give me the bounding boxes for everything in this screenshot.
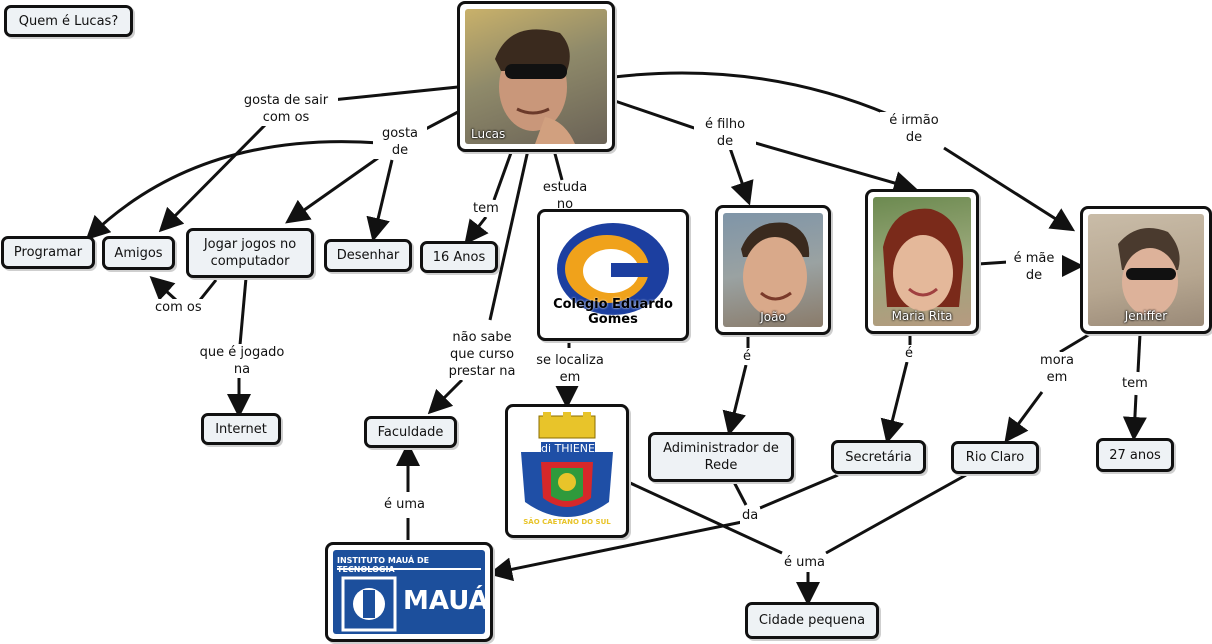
- person-silhouette-icon: [1118, 228, 1180, 316]
- maua-name-text: MAUÁ: [403, 586, 485, 616]
- link-da: da: [740, 507, 761, 524]
- link-que-e-jogado-na: que é jogado na: [190, 344, 294, 378]
- colegio-name: Colegio Eduardo Gomes: [553, 297, 673, 327]
- link-e-irmao-de: é irmão de: [880, 112, 948, 146]
- jeniffer-caption: Jeniffer: [1124, 309, 1168, 323]
- link-e-filho-de: é filho de: [694, 116, 756, 150]
- link-e-uma-faculdade: é uma: [382, 496, 427, 513]
- link-tem-16: tem: [471, 200, 501, 217]
- maua-logo: INSTITUTO MAUÁ DE TECNOLOGIA MAUÁ: [333, 550, 485, 634]
- colegio-logo: Colegio Eduardo Gomes: [545, 217, 681, 333]
- link-gosta-de: gosta de: [373, 125, 427, 159]
- maria-rita-photo-node[interactable]: Maria Rita: [865, 189, 979, 334]
- brasao-node[interactable]: di THIENE SÃO CAETANO DO SUL: [505, 404, 629, 538]
- person-silhouette-icon: [741, 222, 810, 317]
- colegio-g-logo-icon: [557, 223, 669, 315]
- maua-logo-node[interactable]: INSTITUTO MAUÁ DE TECNOLOGIA MAUÁ: [325, 542, 493, 642]
- maria-rita-photo: Maria Rita: [873, 197, 971, 326]
- lucas-caption: Lucas: [471, 127, 506, 141]
- joao-photo: João: [723, 213, 823, 327]
- link-se-localiza-em: se localiza em: [526, 352, 614, 386]
- maua-emblem-icon: [341, 576, 397, 632]
- brasao-image: di THIENE SÃO CAETANO DO SUL: [513, 412, 621, 530]
- colegio-logo-node[interactable]: Colegio Eduardo Gomes: [537, 209, 689, 341]
- jeniffer-photo-node[interactable]: Jeniffer: [1080, 206, 1212, 334]
- coat-of-arms-icon: [521, 412, 613, 517]
- node-jogar[interactable]: Jogar jogos no computador: [186, 228, 314, 278]
- node-desenhar[interactable]: Desenhar: [324, 239, 412, 272]
- brasao-banner: di THIENE: [541, 442, 595, 455]
- link-estuda-no: estuda no: [542, 180, 588, 212]
- link-nao-sabe: não sabe que curso prestar na: [437, 329, 527, 380]
- lucas-photo-node[interactable]: Lucas: [457, 1, 615, 152]
- node-programar[interactable]: Programar: [1, 236, 95, 269]
- person-silhouette-icon: [883, 208, 964, 311]
- maua-institute-text: INSTITUTO MAUÁ DE TECNOLOGIA: [337, 556, 430, 574]
- node-cidade-pequena[interactable]: Cidade pequena: [745, 602, 879, 639]
- link-e-maria: é: [903, 345, 915, 362]
- node-secretaria[interactable]: Secretária: [831, 440, 926, 474]
- node-27-anos[interactable]: 27 anos: [1096, 438, 1174, 472]
- link-e-mae-de: é mãe de: [1006, 250, 1062, 284]
- link-e-uma-cidade: é uma: [782, 554, 827, 571]
- node-16-anos[interactable]: 16 Anos: [420, 241, 498, 273]
- joao-caption: João: [760, 310, 786, 324]
- node-administrador[interactable]: Adiministrador de Rede: [648, 432, 794, 482]
- link-mora-em: mora em: [1030, 352, 1084, 386]
- node-internet[interactable]: Internet: [201, 413, 281, 445]
- link-com-os: com os: [153, 299, 204, 316]
- brasao-ring-text: SÃO CAETANO DO SUL: [523, 518, 611, 526]
- joao-photo-node[interactable]: João: [715, 205, 831, 335]
- person-silhouette-icon: [495, 29, 575, 144]
- lucas-photo: Lucas: [465, 9, 607, 144]
- node-amigos[interactable]: Amigos: [102, 236, 175, 270]
- node-rio-claro[interactable]: Rio Claro: [951, 441, 1039, 474]
- node-faculdade[interactable]: Faculdade: [364, 416, 457, 448]
- maria-rita-caption: Maria Rita: [891, 309, 953, 323]
- title-node[interactable]: Quem é Lucas?: [4, 5, 133, 37]
- jeniffer-photo: Jeniffer: [1088, 214, 1204, 326]
- link-gosta-de-sair: gosta de sair com os: [234, 92, 338, 126]
- link-tem-27: tem: [1120, 375, 1150, 392]
- link-e-joao: é: [741, 348, 753, 365]
